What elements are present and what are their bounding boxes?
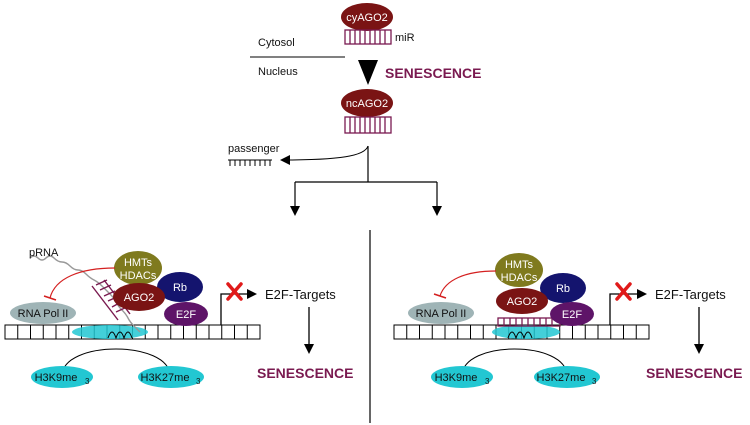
left-targets-label: E2F-Targets bbox=[265, 287, 336, 302]
right-h3k27-ellipse bbox=[534, 366, 600, 388]
right-e2f-label: E2F bbox=[562, 309, 582, 321]
left-prna-strand bbox=[29, 255, 141, 333]
translocation-triangle bbox=[358, 60, 378, 85]
right-rna-pol-ellipse bbox=[408, 302, 474, 324]
right-senescence-label: SENESCENCE bbox=[646, 365, 742, 381]
right-block-x-icon bbox=[615, 282, 632, 301]
right-histone-loop bbox=[461, 348, 568, 377]
passenger-label: passenger bbox=[228, 143, 280, 155]
mir-ladder bbox=[344, 29, 392, 45]
right-promoter-arrow bbox=[609, 289, 647, 325]
left-ago2-label: AGO2 bbox=[124, 292, 155, 304]
left-e2f-ellipse bbox=[164, 302, 208, 326]
cy-ago2-label: cyAGO2 bbox=[346, 12, 388, 24]
right-hmts-label: HMTs bbox=[505, 259, 534, 271]
passenger-strand bbox=[228, 159, 272, 166]
right-hdacs-label: HDACs bbox=[501, 272, 538, 284]
top-senescence-label: SENESCENCE bbox=[385, 65, 481, 81]
right-e2f-ellipse bbox=[550, 302, 594, 326]
right-targets-label: E2F-Targets bbox=[655, 287, 726, 302]
nc-ago2-label: ncAGO2 bbox=[346, 98, 388, 110]
left-h3k9-label: H3K9me bbox=[35, 372, 78, 384]
nc-ago2-mir-ladder bbox=[344, 116, 392, 134]
left-hmts-label: HMTs bbox=[124, 257, 153, 269]
left-nucleosome-disk bbox=[72, 325, 148, 339]
left-h3k9-sub: 3 bbox=[85, 377, 90, 386]
left-hmts-ellipse bbox=[114, 251, 162, 285]
left-h3k27-sub: 3 bbox=[196, 377, 201, 386]
nc-ago2-ellipse bbox=[341, 89, 393, 117]
right-h3k27-sub: 3 bbox=[592, 377, 597, 386]
left-inhibit-line bbox=[49, 267, 116, 299]
right-rb-ellipse bbox=[540, 273, 586, 303]
left-block-x-icon bbox=[226, 282, 243, 301]
left-e2f-label: E2F bbox=[176, 309, 196, 321]
left-h3k27-label: H3K27me bbox=[141, 372, 190, 384]
left-h3k9-ellipse bbox=[31, 366, 93, 388]
left-rna-pol-label: RNA Pol II bbox=[18, 308, 69, 320]
mir-label: miR bbox=[395, 32, 415, 44]
nucleus-label: Nucleus bbox=[258, 66, 298, 78]
right-h3k9-label: H3K9me bbox=[435, 372, 478, 384]
left-rna-pol-ellipse bbox=[10, 302, 76, 324]
right-h3k27-label: H3K27me bbox=[537, 372, 586, 384]
left-rb-ellipse bbox=[157, 272, 203, 302]
left-h3k27-ellipse bbox=[138, 366, 204, 388]
right-inhibit-bar bbox=[433, 293, 447, 299]
right-h3k9-ellipse bbox=[431, 366, 493, 388]
passenger-release-arrow bbox=[280, 145, 369, 165]
cy-ago2-ellipse bbox=[341, 3, 393, 31]
right-rb-label: Rb bbox=[556, 283, 570, 295]
left-histone-loop bbox=[61, 348, 171, 377]
right-inhibit-line bbox=[439, 270, 497, 297]
right-hmts-ellipse bbox=[495, 253, 543, 287]
left-ago2-ellipse bbox=[113, 283, 165, 311]
left-rb-label: Rb bbox=[173, 282, 187, 294]
right-ago2-ellipse bbox=[496, 288, 548, 314]
left-prna-label: pRNA bbox=[29, 247, 59, 259]
right-ago2-label: AGO2 bbox=[507, 296, 538, 308]
right-h3k9-sub: 3 bbox=[485, 377, 490, 386]
left-senescence-label: SENESCENCE bbox=[257, 365, 353, 381]
right-panel: HMTs HDACs Rb AGO2 E2F RNA Pol II H3K9me… bbox=[393, 253, 742, 388]
right-rna-pol-label: RNA Pol II bbox=[416, 308, 467, 320]
top-section: Cytosol Nucleus cyAGO2 miR SENESCENCE nc… bbox=[228, 3, 481, 423]
left-panel: pRNA HMTs HDACs Rb AGO2 E2F RNA Pol II bbox=[4, 247, 353, 388]
right-dna-helix bbox=[507, 331, 533, 340]
left-hdacs-label: HDACs bbox=[120, 270, 157, 282]
right-nucleosome-disk bbox=[492, 325, 560, 339]
left-promoter-arrow bbox=[220, 289, 257, 325]
left-inhibit-bar bbox=[43, 295, 57, 301]
cytosol-label: Cytosol bbox=[258, 37, 295, 49]
left-dna-helix bbox=[107, 331, 133, 340]
